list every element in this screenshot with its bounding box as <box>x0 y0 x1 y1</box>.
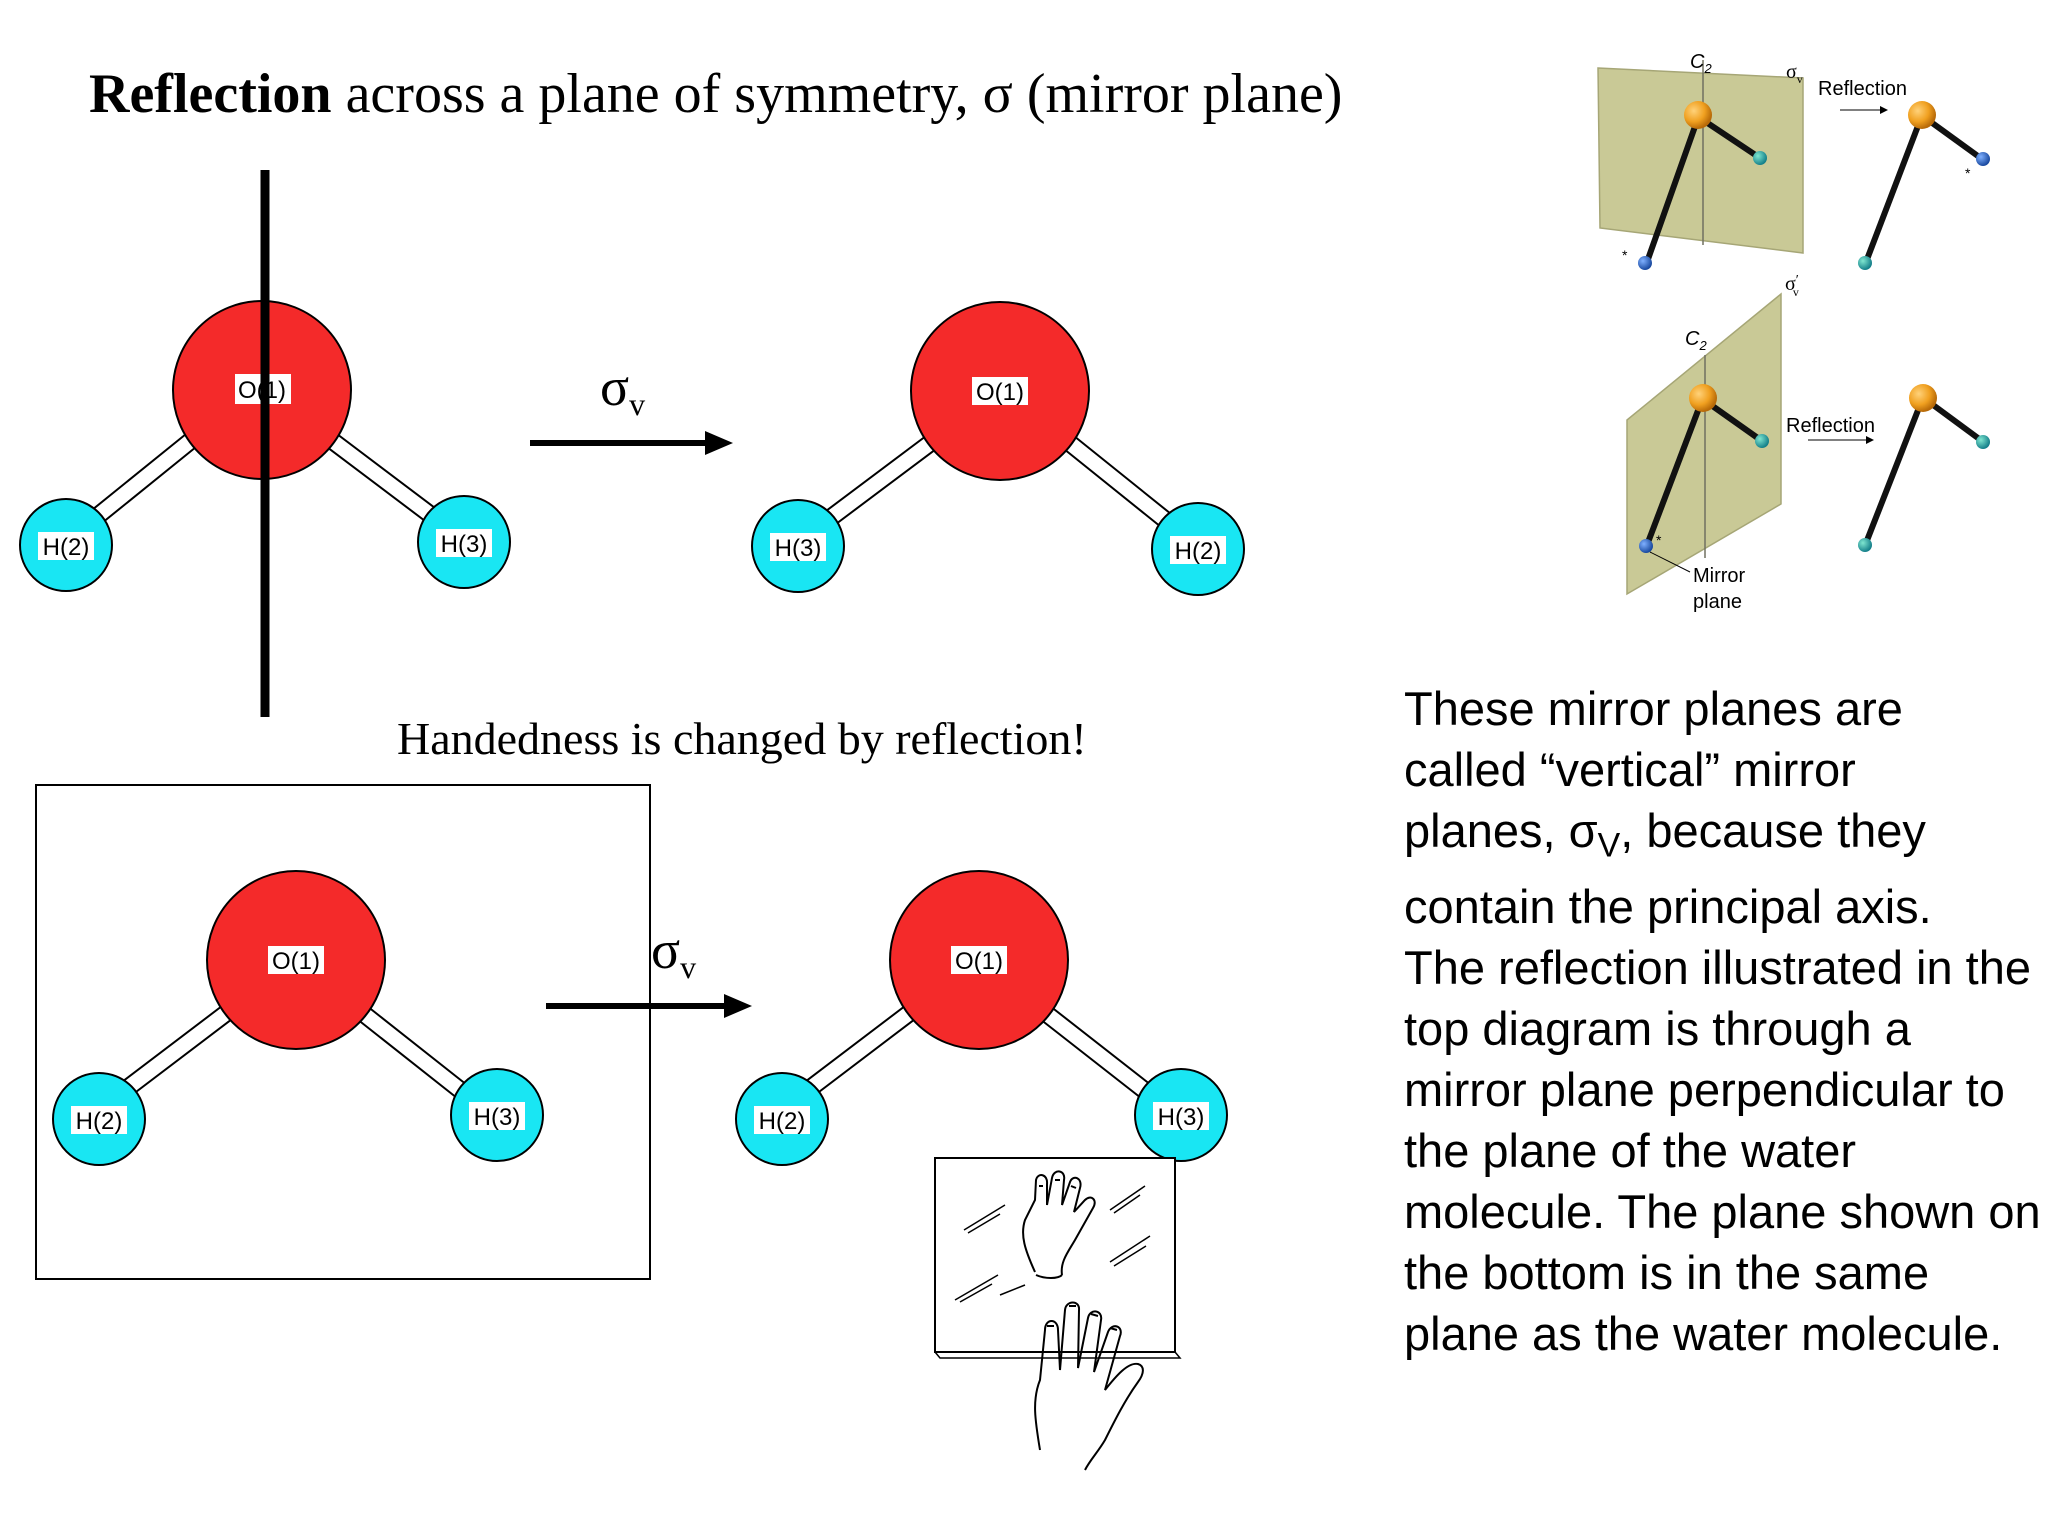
hydrogen-label: H(2) <box>76 1108 123 1135</box>
bond <box>116 1004 234 1100</box>
bond <box>799 1004 917 1100</box>
inset-3d-bottom: * C2 σ′v Reflection Mirror plane <box>1626 273 1990 613</box>
molecule-top-left: O(1) H(2) H(3) <box>19 170 511 717</box>
hand-mirror-illustration <box>934 1157 1182 1471</box>
sigma-v-prime-label: σ′v <box>1785 273 1799 299</box>
bond-top-left-h3 <box>325 432 445 529</box>
oxygen-label: O(1) <box>976 379 1024 406</box>
mirror-plane-box <box>35 784 651 1280</box>
hydrogen-label: H(2) <box>1175 538 1222 565</box>
explanation-text: These mirror planes are called “vertical… <box>1404 682 2041 1361</box>
hydrogen-label: H(3) <box>441 531 488 558</box>
bond <box>820 434 938 529</box>
handedness-note: Handedness is changed by reflection! <box>397 713 1087 764</box>
molecule-bottom-right: O(1) H(2) H(3) <box>735 870 1228 1166</box>
oxygen-label: O(1) <box>955 948 1003 975</box>
c2-label: C2 <box>1685 328 1707 353</box>
sigma-v-label: σv <box>1786 61 1803 86</box>
inset-oxygen-atom <box>1684 101 1712 129</box>
bond <box>1062 434 1178 533</box>
inset-hydrogen-atom <box>1753 151 1767 165</box>
sigma-v-label: σv <box>651 920 696 985</box>
inset-oxygen-atom <box>1908 101 1936 129</box>
bond-top-left-h2 <box>90 432 198 525</box>
bond <box>1038 1004 1153 1100</box>
molecule-top-right: O(1) H(3) H(2) <box>751 301 1245 596</box>
hydrogen-label: H(3) <box>1158 1104 1205 1131</box>
inset-oxygen-atom <box>1689 384 1717 412</box>
inset-hydrogen-atom <box>1858 256 1872 270</box>
asterisk-mark: * <box>1622 247 1628 263</box>
mirror-plane-label: Mirror <box>1693 565 1746 587</box>
hydrogen-label: H(3) <box>775 535 822 562</box>
reflection-arrow-top: σv <box>530 357 733 455</box>
asterisk-mark: * <box>1965 165 1971 181</box>
molecule-bottom-left: O(1) H(2) H(3) <box>52 870 544 1166</box>
asterisk-mark: * <box>1656 532 1662 548</box>
inset-hydrogen-atom <box>1976 152 1990 166</box>
sigma-v-label: σv <box>600 357 645 422</box>
inset-3d-top: * C2 σv Reflection * <box>1597 51 1990 270</box>
slide-title: Reflection across a plane of symmetry, σ… <box>89 63 1343 125</box>
reflection-label: Reflection <box>1818 78 1907 100</box>
inset-hydrogen-atom <box>1638 256 1652 270</box>
reflection-arrow-bottom: σv <box>546 920 752 1018</box>
inset-hydrogen-atom <box>1639 539 1653 553</box>
mirror-plane-panel <box>1597 67 1804 254</box>
mirror-plane-label: plane <box>1693 591 1742 613</box>
reflection-label: Reflection <box>1786 415 1875 437</box>
bond <box>355 1004 469 1100</box>
c2-label: C2 <box>1690 51 1712 76</box>
inset-hydrogen-atom <box>1858 538 1872 552</box>
hydrogen-label: H(3) <box>474 1104 521 1131</box>
hydrogen-label: H(2) <box>43 534 90 561</box>
oxygen-label: O(1) <box>272 948 320 975</box>
inset-hydrogen-atom <box>1755 434 1769 448</box>
inset-oxygen-atom <box>1909 384 1937 412</box>
mirror-plane-panel <box>1626 292 1782 596</box>
inset-hydrogen-atom <box>1976 435 1990 449</box>
hydrogen-label: H(2) <box>759 1108 806 1135</box>
